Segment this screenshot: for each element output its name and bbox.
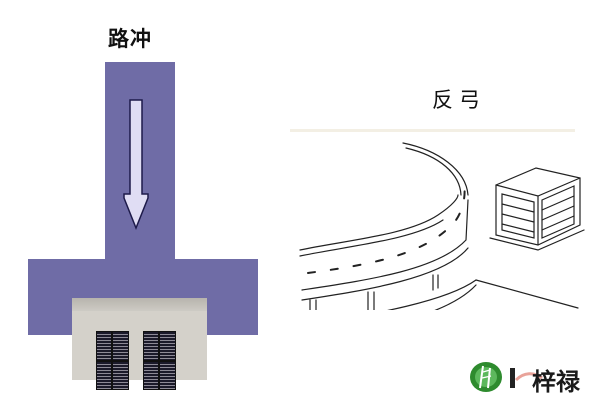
swoosh-icon [514, 372, 543, 382]
road-clash-title: 路冲 [108, 26, 152, 51]
building-facade [72, 311, 207, 390]
bamboo-circle-icon [470, 362, 502, 392]
down-arrow-icon [123, 99, 149, 231]
brand-name: 梓禄 [532, 368, 580, 396]
divider-line [290, 129, 575, 132]
building [72, 298, 207, 390]
brand-logo: 梓禄 [464, 356, 600, 396]
window-block-left [96, 331, 129, 390]
reverse-bow-title: 反弓 [432, 88, 486, 112]
window-block-right [143, 331, 176, 390]
logo-separator [510, 368, 515, 388]
building-roof [72, 298, 207, 312]
curved-road-sketch [299, 142, 585, 310]
